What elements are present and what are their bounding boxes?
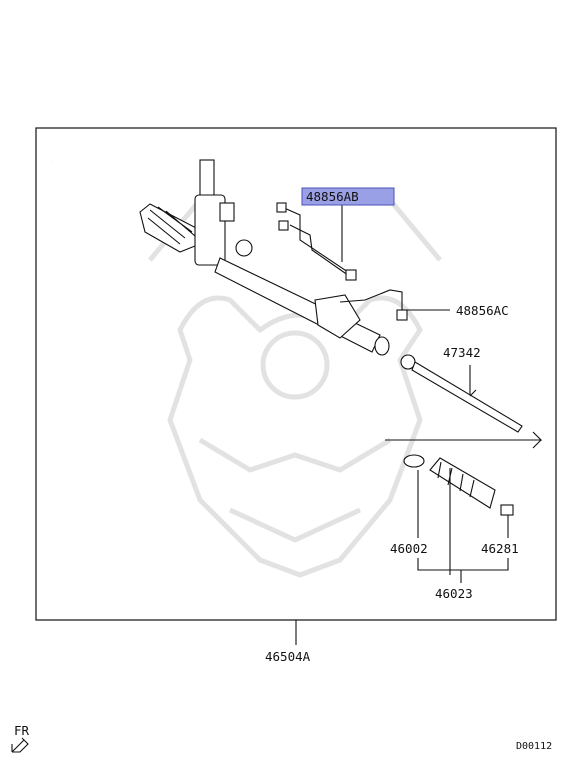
callout-46504a[interactable]: 46504A	[265, 649, 311, 664]
leader-lines	[295, 203, 509, 645]
callout-46281[interactable]: 46281	[481, 541, 519, 556]
callout-46002[interactable]: 46002	[390, 541, 428, 556]
pressure-hose-48856ab[interactable]	[276, 202, 357, 281]
callout-46023[interactable]: 46023	[435, 586, 473, 601]
front-orientation-label: FR	[14, 723, 30, 738]
front-arrow-icon	[11, 737, 29, 753]
callout-48856ab[interactable]: 48856AB	[301, 187, 395, 206]
return-hose-48856ac[interactable]	[339, 289, 408, 321]
watermark-emblem	[148, 198, 442, 578]
front-orientation-indicator: FR	[11, 723, 30, 753]
diagram-code: D00112	[516, 741, 552, 752]
diagram-frame	[35, 127, 557, 621]
callout-48856ab-label: 48856AB	[306, 189, 359, 204]
rack-boot[interactable]	[429, 457, 496, 509]
boot-clip-46002[interactable]	[403, 454, 425, 468]
boot-band-46281[interactable]	[500, 504, 514, 516]
steering-rack-assembly[interactable]	[51, 159, 390, 356]
callout-48856ac[interactable]: 48856AC	[456, 303, 509, 318]
callout-47342[interactable]: 47342	[443, 345, 481, 360]
tie-rod-47342[interactable]	[400, 354, 523, 433]
section-cut-line	[385, 431, 543, 449]
